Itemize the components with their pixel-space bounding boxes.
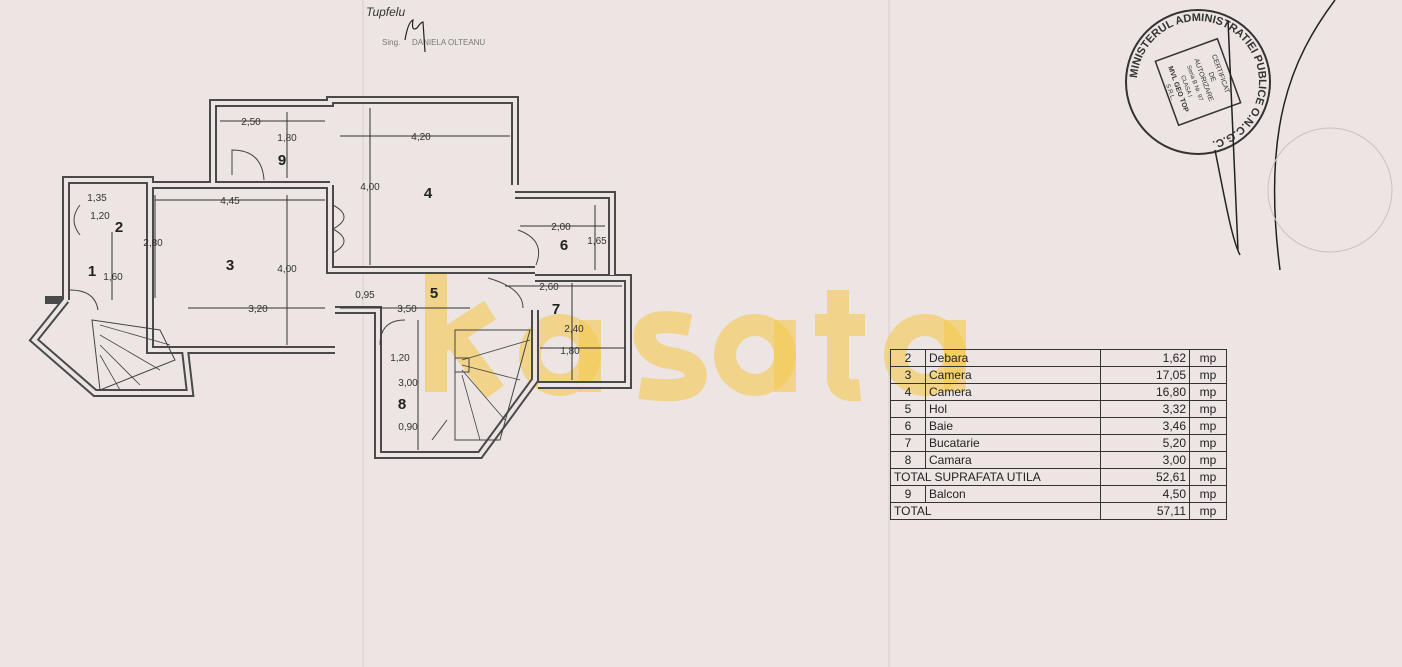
room-number: 1 xyxy=(88,263,96,280)
dimension-labels: 2,50 1,80 4,20 4,45 1,35 1,20 2,80 4,00 … xyxy=(87,117,607,433)
dim-label: 1,80 xyxy=(560,346,580,357)
official-stamp: MINISTERUL ADMINISTRATIEI PUBLICE O.N.C.… xyxy=(1125,0,1393,271)
dim-label: 3,00 xyxy=(398,378,418,389)
dim-label: 1,80 xyxy=(277,133,297,144)
dim-label: 1,35 xyxy=(87,193,107,204)
room-number: 4 xyxy=(424,185,433,202)
sign-prefix: Sing. xyxy=(382,38,400,47)
stamp-line: S.R.L. xyxy=(1164,83,1175,101)
table-cell: 6 xyxy=(890,417,926,435)
stamp-outer-text: MINISTERUL ADMINISTRATIEI PUBLICE O.N.C.… xyxy=(1128,12,1268,150)
table-cell: 17,05 xyxy=(1100,366,1190,384)
engineer-name: DANIELA OLTEANU xyxy=(412,38,485,47)
stamp-line: DE xyxy=(1207,71,1217,83)
dim-label: 3,20 xyxy=(248,304,268,315)
table-cell: 4,50 xyxy=(1100,485,1190,503)
room-labels: 1 2 3 4 5 6 7 8 9 xyxy=(88,152,568,413)
table-cell: 2 xyxy=(890,349,926,367)
table-cell: Camara xyxy=(925,451,1101,469)
table-cell: Hol xyxy=(925,400,1101,418)
table-cell: 8 xyxy=(890,451,926,469)
table-cell: mp xyxy=(1189,400,1227,418)
table-cell: 52,61 xyxy=(1100,468,1190,486)
table-cell: mp xyxy=(1189,434,1227,452)
table-cell: mp xyxy=(1189,502,1227,520)
room-number: 8 xyxy=(398,396,406,413)
svg-text:MINISTERUL ADMINISTRATIEI PUBL: MINISTERUL ADMINISTRATIEI PUBLICE O.N.C.… xyxy=(1128,12,1268,150)
room-number: 2 xyxy=(115,219,123,236)
table-cell: 57,11 xyxy=(1100,502,1190,520)
dim-label: 0,90 xyxy=(398,422,418,433)
table-cell: Bucatarie xyxy=(925,434,1101,452)
room-number: 6 xyxy=(560,237,568,254)
table-cell: Debara xyxy=(925,349,1101,367)
table-cell: 16,80 xyxy=(1100,383,1190,401)
table-cell: mp xyxy=(1189,366,1227,384)
dimension-lines xyxy=(111,108,625,450)
dim-label: 4,00 xyxy=(277,264,297,275)
table-cell: TOTAL xyxy=(890,502,1101,520)
table-cell: mp xyxy=(1189,417,1227,435)
table-cell: mp xyxy=(1189,383,1227,401)
paper-fold xyxy=(362,0,364,667)
table-cell: 3,32 xyxy=(1100,400,1190,418)
table-cell: mp xyxy=(1189,349,1227,367)
table-cell: 9 xyxy=(890,485,926,503)
signature xyxy=(404,19,426,53)
table-cell: Camera xyxy=(925,366,1101,384)
dim-label: 2,50 xyxy=(241,117,261,128)
table-cell: Camera xyxy=(925,383,1101,401)
table-cell: 4 xyxy=(890,383,926,401)
table-cell: Balcon xyxy=(925,485,1101,503)
table-cell: 3 xyxy=(890,366,926,384)
table-cell: 7 xyxy=(890,434,926,452)
room-number: 3 xyxy=(226,257,234,274)
dim-label: 1,20 xyxy=(90,211,110,222)
table-cell: 1,62 xyxy=(1100,349,1190,367)
table-cell: 3,00 xyxy=(1100,451,1190,469)
dim-label: 4,00 xyxy=(360,182,380,193)
dim-label: 1,60 xyxy=(103,272,123,283)
dim-label: 4,45 xyxy=(220,196,240,207)
dim-label: 2,80 xyxy=(143,238,163,249)
table-cell: mp xyxy=(1189,485,1227,503)
walls xyxy=(28,96,632,459)
dim-label: 2,40 xyxy=(564,324,584,335)
table-cell: TOTAL SUPRAFATA UTILA xyxy=(890,468,1101,486)
table-cell: mp xyxy=(1189,468,1227,486)
room-number: 7 xyxy=(552,301,560,318)
table-cell: Baie xyxy=(925,417,1101,435)
dim-label: 4,20 xyxy=(411,132,431,143)
table-cell: mp xyxy=(1189,451,1227,469)
dim-label: 1,65 xyxy=(587,236,607,247)
dim-label: 3,50 xyxy=(397,304,417,315)
dim-label: 1,20 xyxy=(390,353,410,364)
room-number: 5 xyxy=(430,285,438,302)
table-cell: 3,46 xyxy=(1100,417,1190,435)
dim-label: 2,60 xyxy=(539,282,559,293)
dim-label: 0,95 xyxy=(355,290,375,301)
table-cell: 5 xyxy=(890,400,926,418)
handwritten-note: Tupfelu xyxy=(366,5,405,19)
table-cell: 5,20 xyxy=(1100,434,1190,452)
paper-fold xyxy=(888,0,890,667)
room-number: 9 xyxy=(278,152,286,169)
dim-label: 2,00 xyxy=(551,222,571,233)
